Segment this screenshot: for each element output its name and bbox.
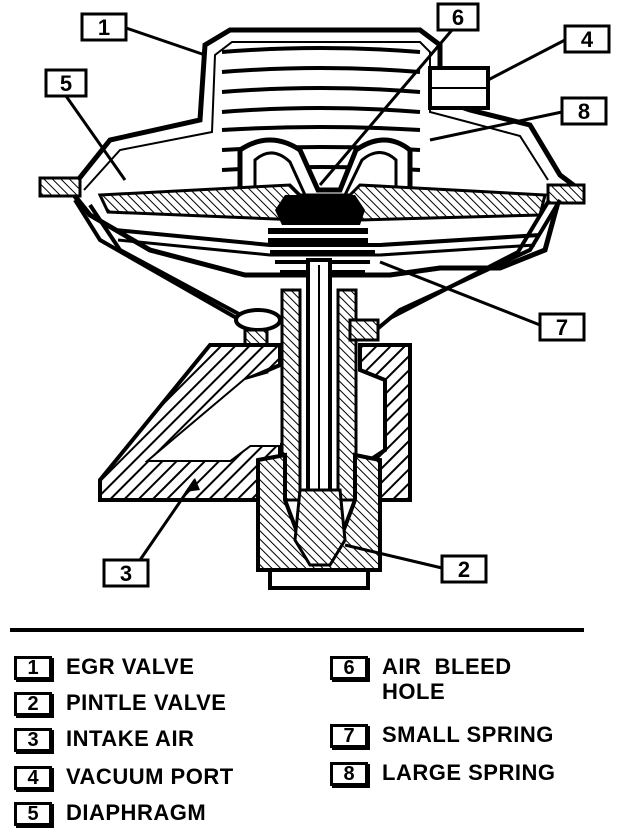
- legend-label: DIAPHRAGM: [66, 800, 207, 825]
- callout-6: 6: [318, 2, 480, 186]
- legend-num-box: 2: [14, 692, 52, 716]
- legend-divider: [10, 628, 584, 632]
- pintle-valve: [293, 488, 347, 567]
- legend-item-5: 5 DIAPHRAGM: [14, 800, 207, 827]
- callout-7-label: 7: [556, 315, 568, 340]
- callout-4: 4: [487, 24, 611, 82]
- legend-label: EGR VALVE: [66, 654, 195, 679]
- housing-inner-line: [83, 41, 549, 191]
- legend-item-4: 4 VACUUM PORT: [14, 764, 234, 791]
- legend-num-box: 8: [330, 762, 368, 786]
- legend-label: SMALL SPRING: [382, 722, 554, 747]
- callout-2-label: 2: [458, 557, 470, 582]
- left-flange: [38, 176, 82, 198]
- legend-item-6: 6 AIR BLEED HOLE: [330, 654, 512, 706]
- legend-label-line1: AIR BLEED: [382, 654, 512, 679]
- callout-7: 7: [379, 260, 586, 342]
- egr-valve-diagram: 1 6 4 5 8 7 3 2: [38, 2, 611, 590]
- legend-item-3: 3 INTAKE AIR: [14, 726, 195, 753]
- legend-item-7: 7 SMALL SPRING: [330, 722, 554, 749]
- diaphragm-membrane: [114, 228, 541, 247]
- right-flange: [546, 183, 586, 205]
- legend-num-box: 1: [14, 656, 52, 680]
- intake-air-passage: [150, 370, 280, 460]
- legend-item-2: 2 PINTLE VALVE: [14, 690, 227, 717]
- legend-num-box: 4: [14, 766, 52, 790]
- legend-num-box: 7: [330, 724, 368, 748]
- pintle-base: [268, 568, 370, 590]
- legend-label-group: AIR BLEED HOLE: [382, 654, 512, 706]
- callout-5: 5: [44, 68, 127, 181]
- legend-num-box: 3: [14, 728, 52, 752]
- legend-label: VACUUM PORT: [66, 764, 234, 789]
- callout-8: 8: [429, 96, 608, 142]
- callout-3: 3: [102, 478, 200, 588]
- legend-label: PINTLE VALVE: [66, 690, 227, 715]
- callout-8-label: 8: [578, 99, 590, 124]
- callout-1: 1: [80, 12, 206, 57]
- callout-4-label: 4: [581, 27, 594, 52]
- callout-1-label: 1: [98, 15, 110, 40]
- legend-label: INTAKE AIR: [66, 726, 195, 751]
- legend-num-box: 6: [330, 656, 368, 680]
- air-bleed-retainer: [275, 195, 365, 225]
- right-nut: [348, 318, 380, 342]
- callout-5-label: 5: [60, 71, 72, 96]
- legend-label: LARGE SPRING: [382, 760, 556, 785]
- legend-label-line2: HOLE: [382, 679, 446, 704]
- callout-2: 2: [344, 543, 488, 584]
- legend-item-1: 1 EGR VALVE: [14, 654, 195, 681]
- legend-num-box: 5: [14, 802, 52, 826]
- legend-item-8: 8 LARGE SPRING: [330, 760, 556, 787]
- callout-3-label: 3: [120, 561, 132, 586]
- callout-6-label: 6: [452, 5, 464, 30]
